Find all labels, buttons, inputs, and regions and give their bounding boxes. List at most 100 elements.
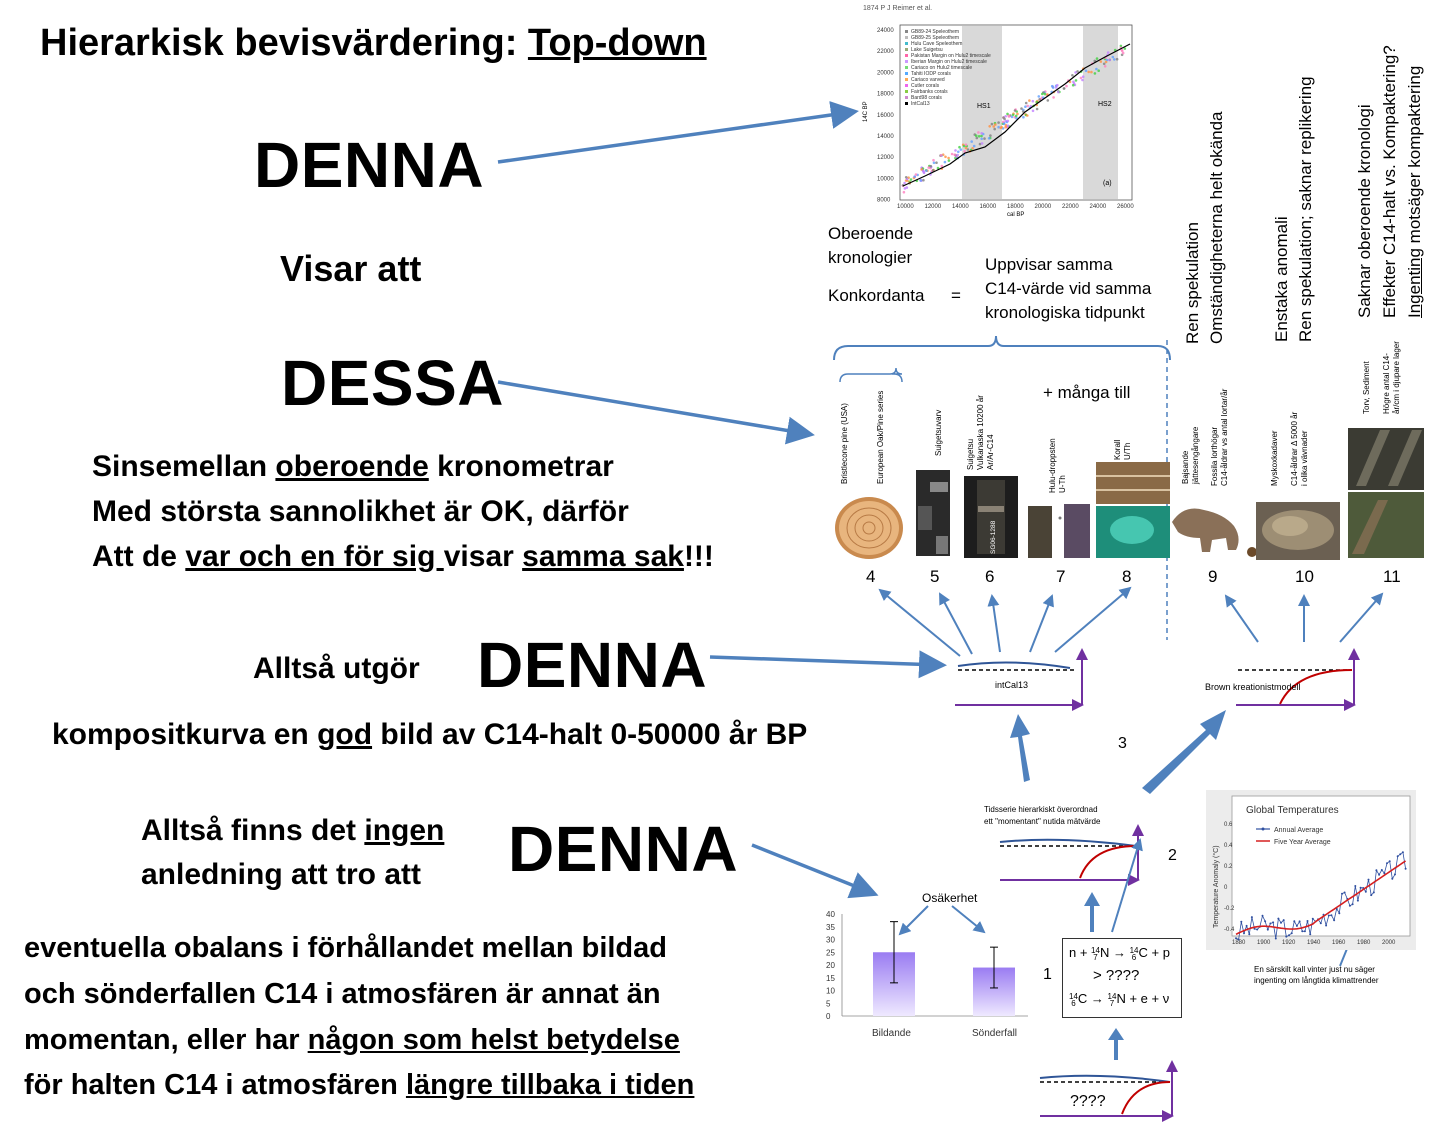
uncert-ytick: 30 [826,936,835,945]
temp-annual-point [1296,925,1298,927]
temp-annual-point [1291,932,1293,934]
temp-xtick: 1980 [1357,940,1371,946]
temp-annual-point [1370,894,1372,896]
temp-annual-point [1304,930,1306,932]
brown-label: Brown kreationistmodell [1205,682,1301,692]
uncert-ytick: 35 [826,923,835,932]
temp-annual-point [1325,925,1327,927]
temp-annual-point [1357,900,1359,902]
temp-annual-point [1399,853,1401,855]
temp-annual-point [1238,939,1240,941]
uncert-ytick: 25 [826,948,835,957]
temp-annual-point [1283,919,1285,921]
temp-annual-point [1378,874,1380,876]
temp-annual-point [1246,925,1248,927]
uncert-category: Bildande [872,1028,911,1039]
uncert-ytick: 15 [826,974,835,983]
block-arrow-bottom [1108,1028,1124,1060]
uncert-ytick: 0 [826,1012,831,1021]
bottom-mini-plot: ???? [1040,1062,1172,1116]
temp-legend-annual: Annual Average [1274,827,1323,834]
arrow-denna1 [498,112,852,162]
uncert-title: Osäkerhet [922,891,978,905]
temp-annual-point [1338,912,1340,914]
temp-annual-point [1344,892,1346,894]
brown-mini-plot: Brown kreationistmodell [1205,650,1354,705]
temp-annual-point [1394,873,1396,875]
temp-annual-point [1312,918,1314,920]
temp-annual-point [1368,879,1370,881]
temp-ytick: 0.4 [1224,843,1233,849]
temp-annual-point [1301,930,1303,932]
temp-annual-point [1320,922,1322,924]
intcal13-label: intCal13 [995,680,1028,690]
temp-annual-point [1248,933,1250,935]
temp-xtick: 1960 [1332,940,1346,946]
temp-annual-point [1309,933,1311,935]
temp-annual-point [1288,934,1290,936]
temp-plot-area [1232,796,1410,936]
num-1: 1 [1043,966,1052,983]
eq-line-2: > ???? [1093,967,1139,984]
temp-annual-point [1402,851,1404,853]
temp-annual-point [1267,929,1269,931]
temp-xtick: 1940 [1307,940,1321,946]
temp-annual-point [1352,903,1354,905]
temp-annual-point [1256,929,1258,931]
temp-xtick: 1880 [1232,940,1246,946]
temp-annual-point [1386,862,1388,864]
temp-ytick: 0.6 [1224,822,1233,828]
temp-annual-point [1307,920,1309,922]
temp-xtick: 1920 [1282,940,1296,946]
temp-title: Global Temperatures [1246,805,1339,816]
uncert-ytick: 5 [826,999,831,1008]
intcal13-mini-plot: intCal13 [955,650,1082,705]
temp-annual-point [1341,893,1343,895]
temp-annual-point [1373,891,1375,893]
temp-annual-point [1275,938,1277,940]
temp-ytick: 0.2 [1224,864,1233,870]
block-arrow-up-intcal [1010,714,1030,782]
temp-annual-point [1272,921,1274,923]
temp-annual-point [1360,887,1362,889]
temp-annual-point [1299,920,1301,922]
temp-annual-point [1243,932,1245,934]
temp-annual-point [1349,905,1351,907]
temp-annual-point [1240,921,1242,923]
temp-annual-point [1280,922,1282,924]
temp-annual-point [1375,869,1377,871]
uncert-ytick: 40 [826,910,835,919]
temp-annual-point [1328,915,1330,917]
arrow-denna3 [752,845,872,893]
temp-annual-point [1264,920,1266,922]
temp-annual-point [1354,885,1356,887]
arrow-dessa [498,382,808,434]
temp-annual-point [1389,860,1391,862]
temp-ytick: -0.2 [1224,906,1235,912]
temp-annual-point [1333,919,1335,921]
temp-xtick: 2000 [1382,940,1396,946]
arrow-denna2 [710,657,940,665]
timeseries-label-2: ett "momentant" nutida mätvärde [984,817,1101,826]
temp-ylabel: Temperature Anomaly (°C) [1212,845,1220,928]
fan-arrows-brown [1226,594,1382,642]
fan-arrows-intcal [880,588,1130,656]
block-arrow-eq [1084,892,1100,932]
global-temp-chart: Global Temperatures Annual Average Five … [1206,790,1416,950]
temp-legend-five: Five Year Average [1274,839,1331,846]
temp-annual-point [1397,855,1399,857]
temp-annual-point [1262,915,1264,917]
block-arrow-brown [1142,710,1226,794]
temp-annual-point [1269,923,1271,925]
equation-box: n + 147N → 146C + p > ???? 146C → 147N +… [1062,938,1182,1018]
temp-annual-point [1391,878,1393,880]
uncert-bars: Bildande Sönderfall [872,922,1017,1039]
temp-annual-point [1235,937,1237,939]
uncert-ytick: 10 [826,987,835,996]
uncertainty-chart: Osäkerhet 4035302520151050 BildandeSönde… [818,888,1038,1048]
num-2: 2 [1168,847,1177,864]
temp-annual-point [1330,914,1332,916]
uncert-category: Sönderfall [972,1028,1017,1039]
